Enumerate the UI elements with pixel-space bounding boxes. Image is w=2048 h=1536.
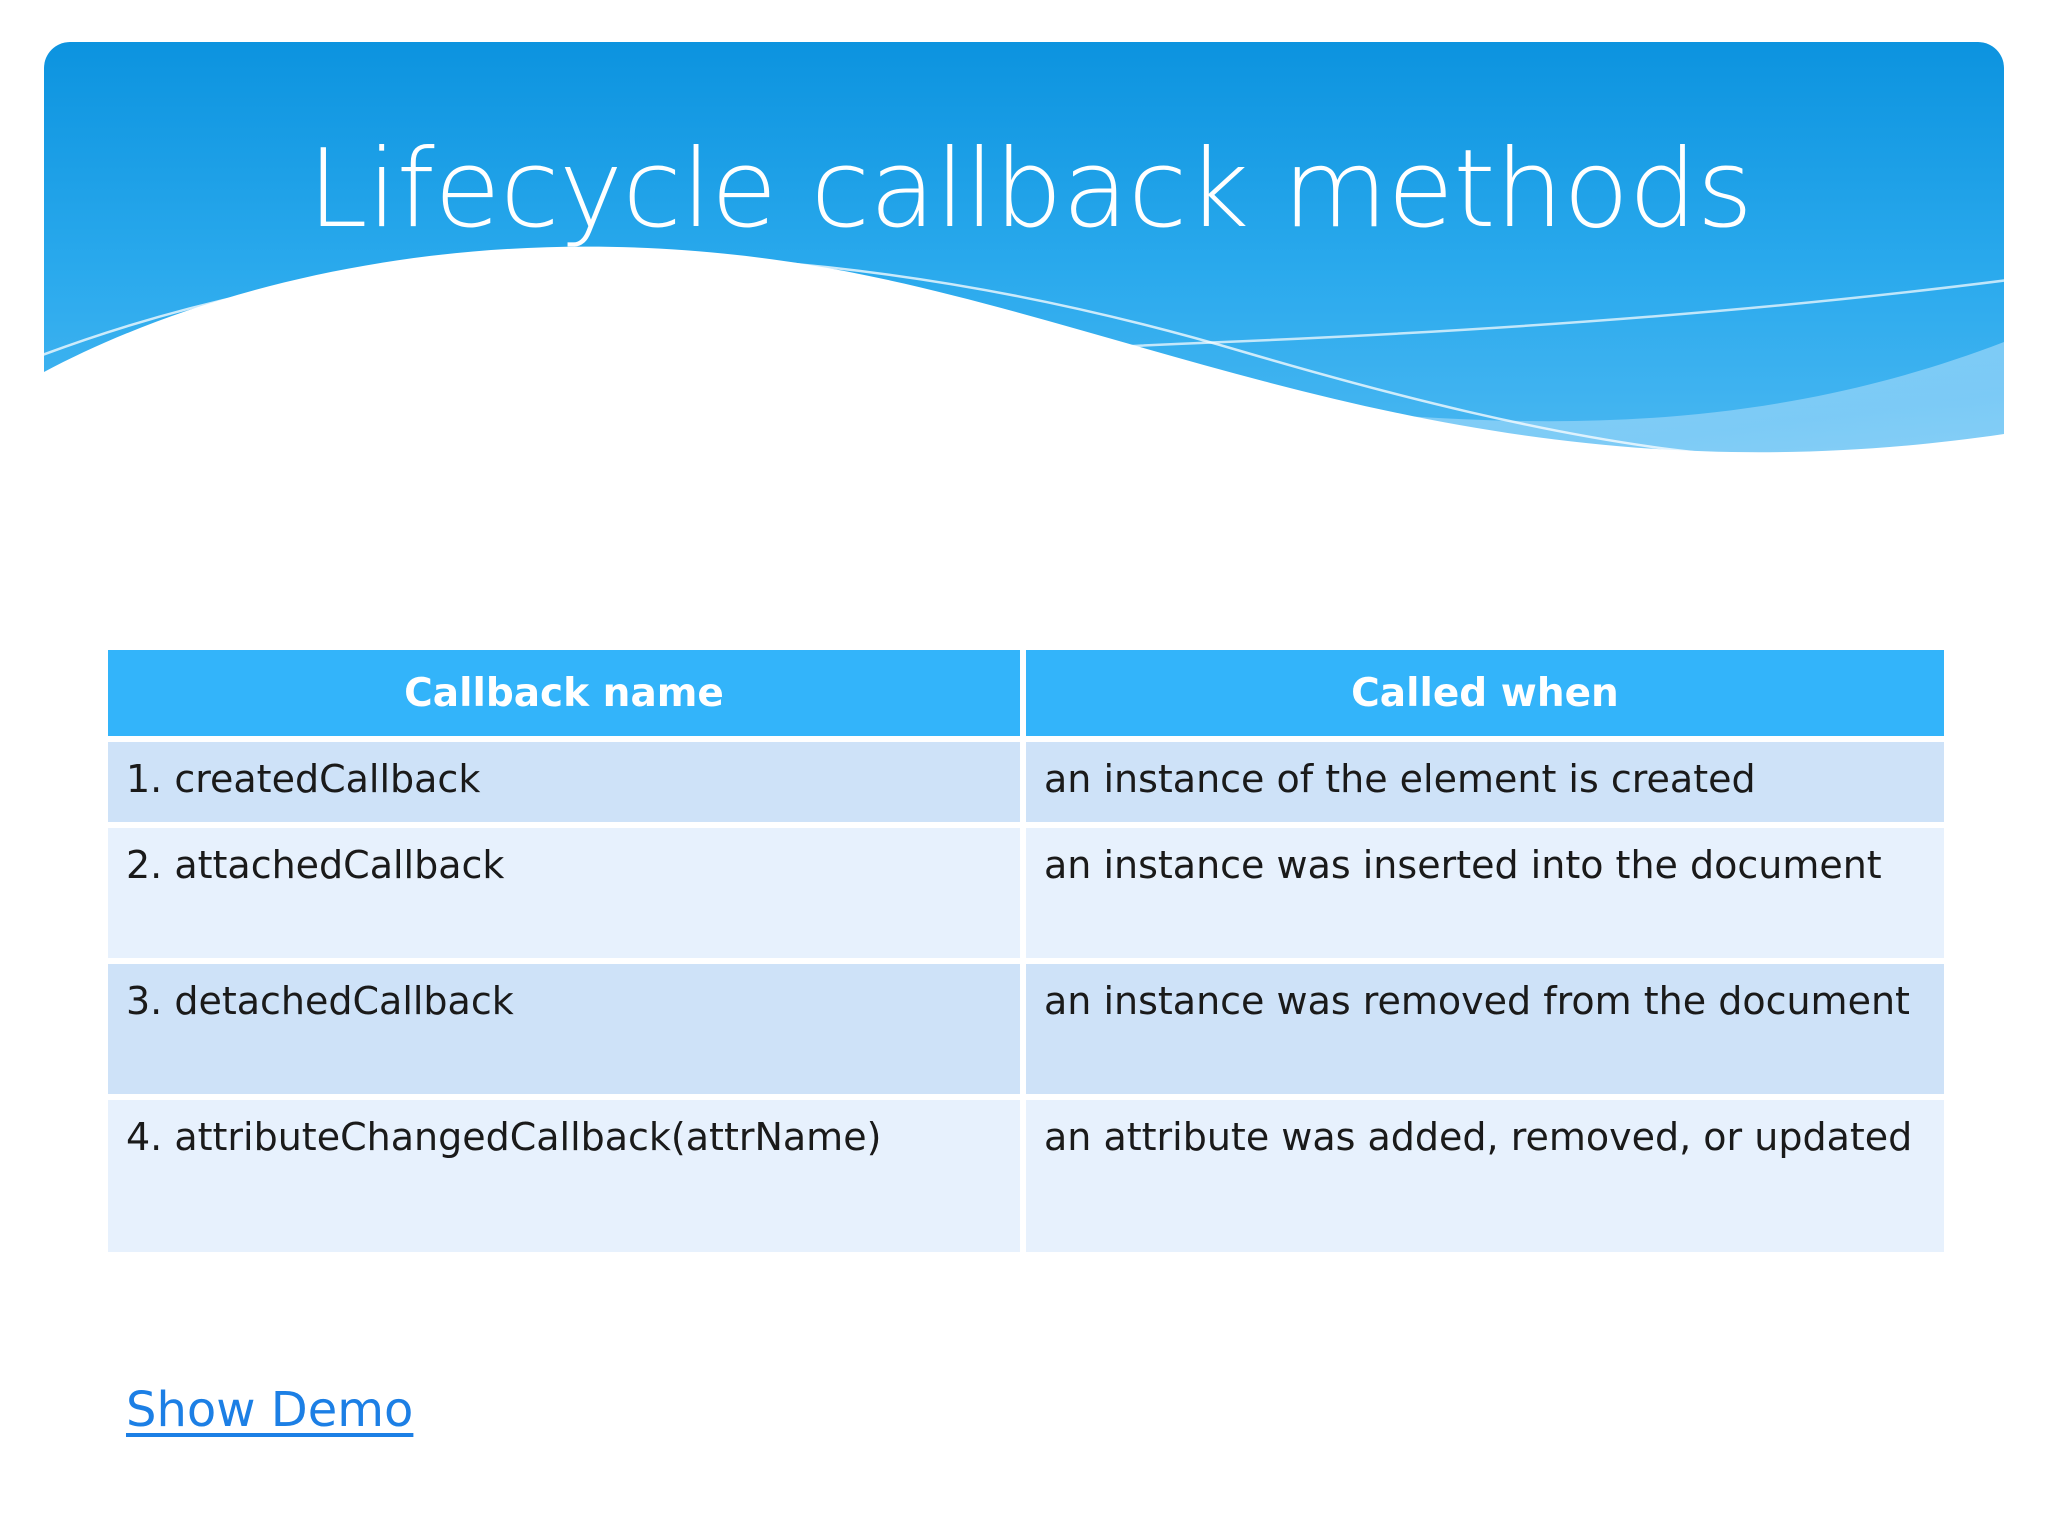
table-header-row: Callback name Called when	[108, 650, 1944, 742]
wave-graphic	[44, 42, 2004, 602]
cell-called-when: an instance was removed from the documen…	[1026, 964, 1944, 1100]
table-row: 3. detachedCallback an instance was remo…	[108, 964, 1944, 1100]
table-row: 1. createdCallback an instance of the el…	[108, 742, 1944, 828]
show-demo-link[interactable]: Show Demo	[126, 1382, 414, 1438]
table-header: Callback name Called when	[108, 650, 1944, 742]
header-banner-graphic	[44, 42, 2004, 602]
cell-callback-name: 2. attachedCallback	[108, 828, 1026, 964]
page-title: Lifecycle callback methods	[307, 127, 1754, 252]
cell-called-when: an attribute was added, removed, or upda…	[1026, 1100, 1944, 1258]
cell-callback-name: 1. createdCallback	[108, 742, 1026, 828]
column-header-called-when: Called when	[1026, 650, 1944, 742]
cell-callback-name: 4. attributeChangedCallback(attrName)	[108, 1100, 1026, 1258]
cell-called-when: an instance of the element is created	[1026, 742, 1944, 828]
cell-called-when: an instance was inserted into the docume…	[1026, 828, 1944, 964]
table-row: 2. attachedCallback an instance was inse…	[108, 828, 1944, 964]
lifecycle-callback-table: Callback name Called when 1. createdCall…	[108, 650, 1944, 1258]
cell-callback-name: 3. detachedCallback	[108, 964, 1026, 1100]
table-row: 4. attributeChangedCallback(attrName) an…	[108, 1100, 1944, 1258]
table-body: 1. createdCallback an instance of the el…	[108, 742, 1944, 1258]
column-header-callback-name: Callback name	[108, 650, 1026, 742]
